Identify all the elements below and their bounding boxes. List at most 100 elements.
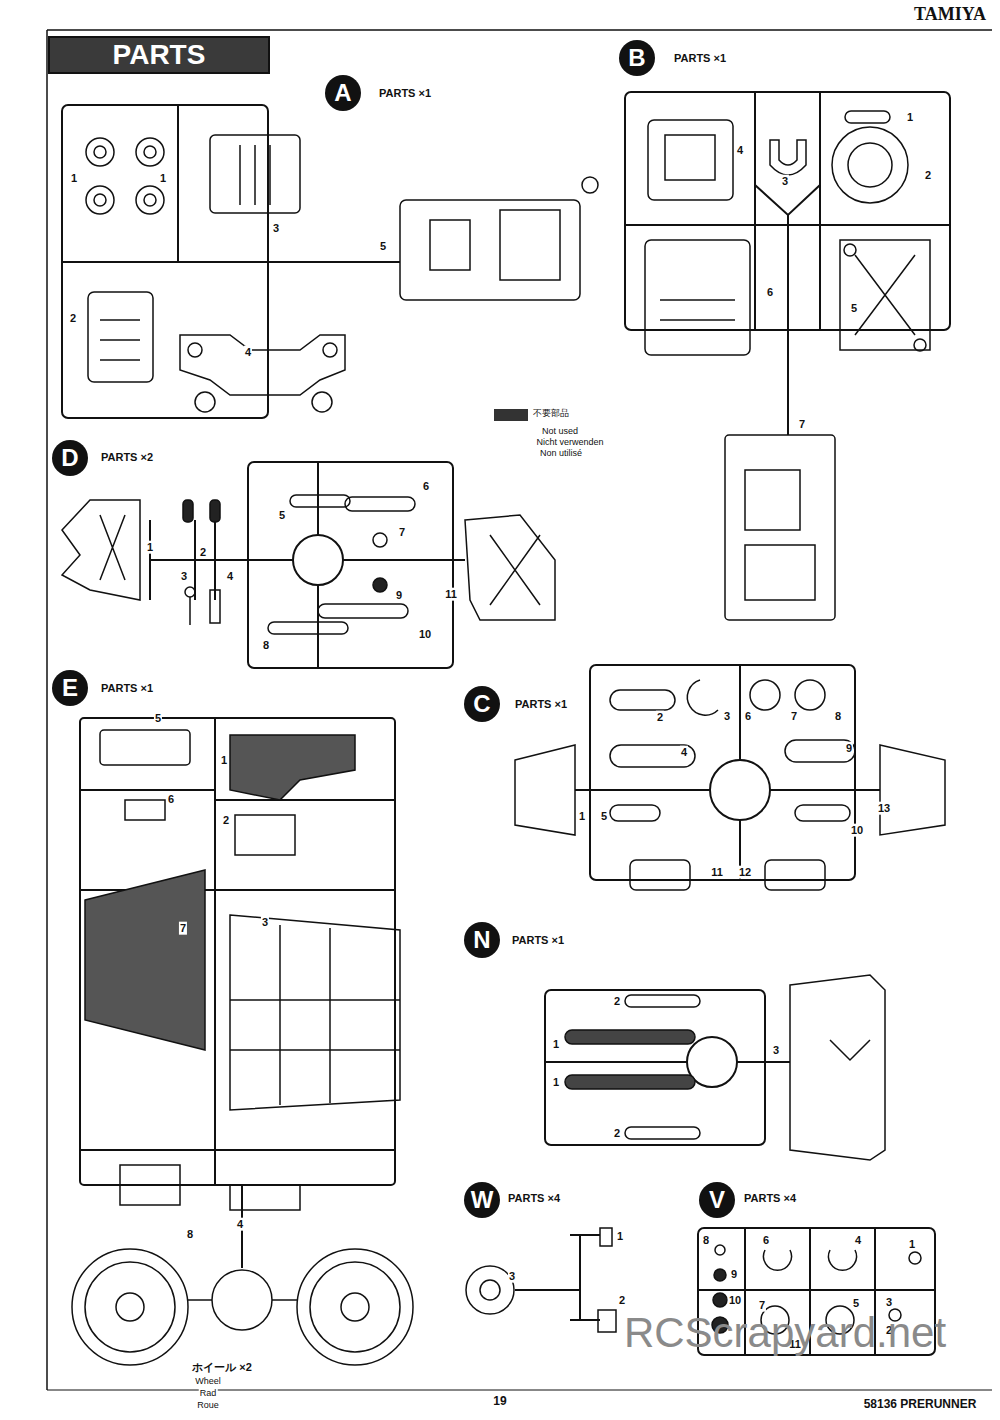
callout-number: 1: [908, 1238, 916, 1251]
parts-quantity: PARTS ×4: [743, 1192, 797, 1205]
parts-quantity: PARTS ×1: [378, 87, 432, 100]
callout-number: 3: [508, 1270, 516, 1283]
callout-number: 3: [261, 916, 269, 929]
callout-number: 2: [222, 814, 230, 827]
sheet-letter-circle: C: [464, 686, 500, 722]
parts-quantity: ホイール ×2: [191, 1361, 253, 1374]
callout-number: 5: [379, 240, 387, 253]
callout-number: 10: [418, 628, 432, 641]
footer-text: 58136 PRERUNNER: [863, 1398, 978, 1412]
callout-number: 6: [167, 793, 175, 806]
callout-number: 10: [850, 824, 864, 837]
callout-number: 2: [924, 169, 932, 182]
callout-number: 1: [70, 172, 78, 185]
callout-number: 4: [244, 346, 252, 359]
note-text: Nicht verwenden: [535, 437, 604, 447]
callout-number: 8: [262, 639, 270, 652]
node-text: B: [628, 44, 645, 72]
callout-number: 3: [723, 710, 731, 723]
callout-number: 13: [877, 802, 891, 815]
callout-number: 9: [730, 1268, 738, 1281]
callout-number: 2: [613, 995, 621, 1008]
callout-number: 1: [220, 754, 228, 767]
footer-text: 19: [492, 1395, 507, 1409]
callout-number: 5: [850, 302, 858, 315]
callout-number: 6: [744, 710, 752, 723]
callout-number: 2: [613, 1127, 621, 1140]
callout-number: 5: [278, 509, 286, 522]
parts-quantity: PARTS ×2: [100, 451, 154, 464]
callout-number: 11: [444, 588, 458, 601]
callout-number: 2: [618, 1294, 626, 1307]
node-text: A: [334, 79, 351, 107]
callout-number: 6: [766, 286, 774, 299]
callout-number: 1: [906, 111, 914, 124]
sheet-letter-circle: E: [52, 670, 88, 706]
note-text: Non utilisé: [539, 448, 583, 458]
node-text: N: [473, 926, 490, 954]
node-text: W: [471, 1186, 494, 1214]
callout-number: 9: [845, 742, 853, 755]
legend-text: 不要部品: [533, 409, 569, 419]
legend-swatch: [494, 409, 528, 421]
node-text: C: [473, 690, 490, 718]
callout-number: 10: [728, 1294, 742, 1307]
sheet-letter-circle: N: [464, 922, 500, 958]
callout-number: 1: [552, 1038, 560, 1051]
parts-quantity: PARTS ×1: [673, 52, 727, 65]
callout-number: 4: [680, 746, 688, 759]
note-text: Not used: [541, 426, 579, 436]
callout-number: 3: [772, 1044, 780, 1057]
callout-number: 3: [180, 570, 188, 583]
note-text: Rad: [199, 1388, 218, 1398]
callout-number: 1: [616, 1230, 624, 1243]
sheet-letter-circle: D: [52, 440, 88, 476]
callout-number: 11: [710, 866, 724, 879]
callout-number: 7: [798, 418, 806, 431]
callout-number: 1: [159, 172, 167, 185]
callout-number: 4: [226, 570, 234, 583]
callout-number: 6: [762, 1234, 770, 1247]
note-text: Roue: [196, 1400, 220, 1410]
sheet-letter-circle: A: [325, 75, 361, 111]
callout-number: 8: [702, 1234, 710, 1247]
callout-number: 8: [834, 710, 842, 723]
watermark: RCScrapyard.net: [623, 1309, 947, 1357]
callout-number: 5: [600, 810, 608, 823]
callout-number: 4: [854, 1234, 862, 1247]
sheet-letter-circle: V: [699, 1182, 735, 1218]
callout-number: 7: [790, 710, 798, 723]
callout-number: 4: [236, 1218, 244, 1231]
callout-number: 12: [738, 866, 752, 879]
callout-number: 8: [186, 1228, 194, 1241]
callout-number: 1: [146, 541, 154, 554]
callout-number: 9: [395, 589, 403, 602]
callout-number: 3: [781, 175, 789, 188]
parts-quantity: PARTS ×1: [511, 934, 565, 947]
node-text: V: [709, 1186, 725, 1214]
callout-number: 1: [578, 810, 586, 823]
callout-number: 2: [656, 711, 664, 724]
node-text: PARTS: [113, 39, 206, 71]
parts-quantity: PARTS ×1: [514, 698, 568, 711]
callout-number: 5: [852, 1297, 860, 1310]
callout-number: 4: [736, 144, 744, 157]
callout-number: 5: [154, 712, 162, 725]
callout-number: 2: [69, 312, 77, 325]
sheet-letter-circle: W: [464, 1182, 500, 1218]
heading-band: PARTS: [48, 36, 270, 74]
callout-number: 3: [272, 222, 280, 235]
node-text: D: [61, 444, 78, 472]
callout-number: 7: [398, 526, 406, 539]
note-text: Wheel: [194, 1376, 222, 1386]
callout-number: 1: [552, 1076, 560, 1089]
parts-quantity: PARTS ×4: [507, 1192, 561, 1205]
callout-number: 7: [179, 922, 187, 935]
callout-number: 6: [422, 480, 430, 493]
sheet-letter-circle: B: [619, 40, 655, 76]
parts-quantity: PARTS ×1: [100, 682, 154, 695]
callout-number: 2: [199, 546, 207, 559]
callout-number: 3: [885, 1296, 893, 1309]
